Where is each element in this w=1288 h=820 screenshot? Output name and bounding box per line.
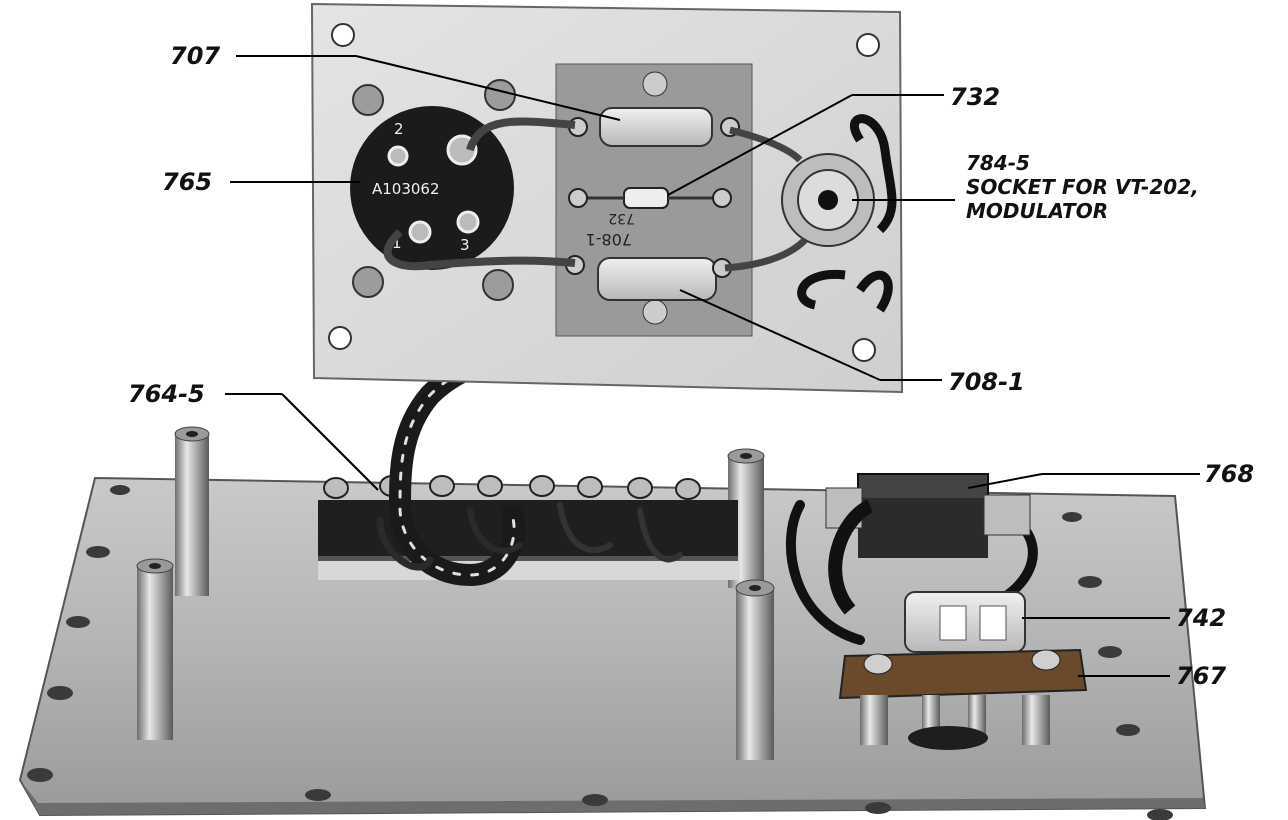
terminal-label-3: 3: [460, 236, 470, 254]
resistor-742: [904, 591, 1026, 653]
callout-767: 767: [1176, 662, 1227, 690]
leader-lines: [225, 55, 1200, 677]
transformer-768: [825, 473, 1031, 615]
terminal-label-1: 1: [392, 234, 402, 252]
callout-732: 732: [950, 83, 1001, 111]
callout-768: 768: [1204, 460, 1255, 488]
callout-765: 765: [162, 168, 213, 196]
terminal-label-2: 2: [394, 120, 404, 138]
reversed-marking-732: 732: [608, 210, 635, 226]
component-board: 732 708-1: [555, 63, 753, 337]
callout-784-5: 784-5: [966, 151, 1030, 175]
base-mounting-holes: [27, 485, 1173, 820]
connector-marking: A103062: [372, 180, 440, 198]
bracket-767: [838, 648, 1088, 750]
chassis-base-edge: [20, 780, 1205, 815]
callout-707: 707: [170, 42, 221, 70]
reversed-marking-708: 708-1: [586, 230, 633, 249]
callout-784-desc: SOCKET FOR VT-202,: [966, 175, 1199, 199]
callout-708-1: 708-1: [948, 368, 1025, 396]
callout-784-modulator: MODULATOR: [966, 199, 1109, 223]
terminal-lugs: [323, 475, 701, 500]
callout-742: 742: [1176, 604, 1227, 632]
callout-764-5: 764-5: [128, 380, 205, 408]
panel-wiring: [383, 117, 808, 272]
